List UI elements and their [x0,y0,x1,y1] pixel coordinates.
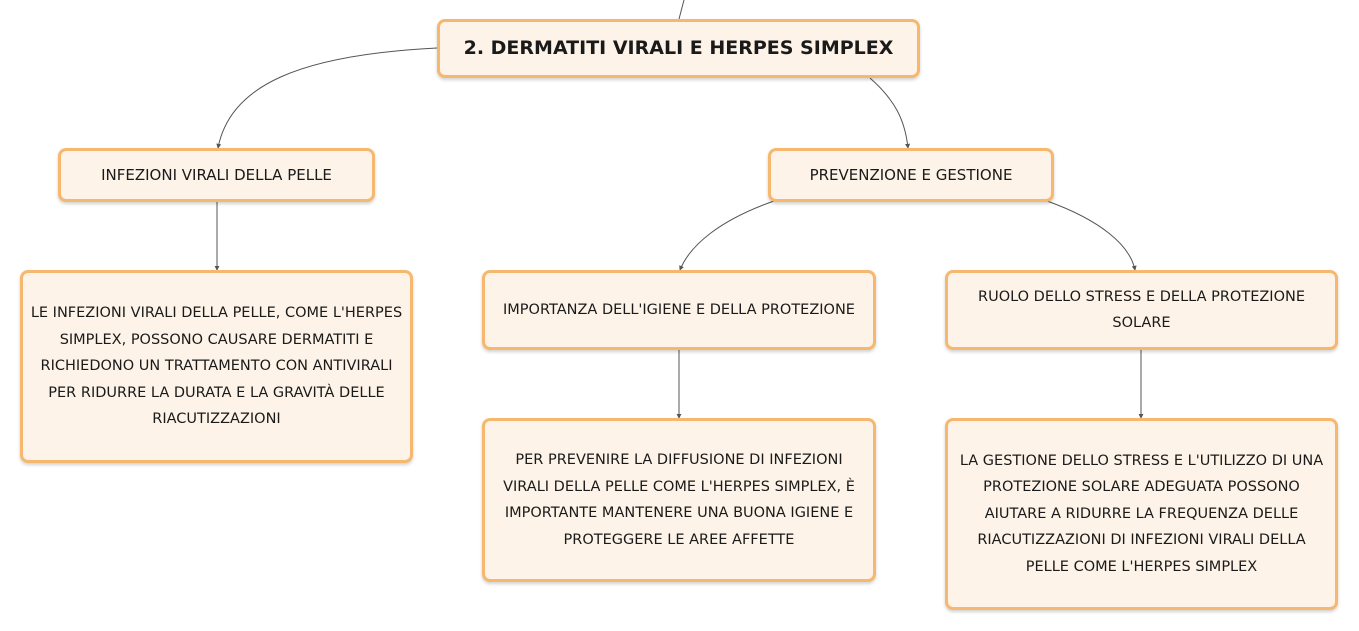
igiene-detail-text: PER PREVENIRE LA DIFFUSIONE DI INFEZIONI… [503,452,855,548]
stress-detail-text: LA GESTIONE DELLO STRESS E L'UTILIZZO DI… [959,452,1324,575]
stress-node-label: RUOLO DELLO STRESS E DELLA PROTEZIONE SO… [978,288,1305,332]
igiene-node-label: IMPORTANZA DELL'IGIENE E DELLA PROTEZION… [503,301,855,318]
infezioni-node[interactable]: INFEZIONI VIRALI DELLA PELLE [58,148,375,202]
igiene-node[interactable]: IMPORTANZA DELL'IGIENE E DELLA PROTEZION… [482,270,876,350]
stress-detail-node[interactable]: LA GESTIONE DELLO STRESS E L'UTILIZZO DI… [945,418,1338,610]
infezioni-node-label: INFEZIONI VIRALI DELLA PELLE [101,165,332,184]
root-node-label: 2. DERMATITI VIRALI E HERPES SIMPLEX [463,37,894,60]
connector-root-to-prevenzione [869,77,911,149]
infezioni-detail-text: LE INFEZIONI VIRALI DELLA PELLE, COME L'… [30,305,403,428]
prevenzione-node[interactable]: PREVENZIONE E GESTIONE [768,148,1054,202]
stress-node[interactable]: RUOLO DELLO STRESS E DELLA PROTEZIONE SO… [945,270,1338,350]
connector-root-to-infezioni [216,47,438,149]
infezioni-detail-node[interactable]: LE INFEZIONI VIRALI DELLA PELLE, COME L'… [20,270,413,463]
root-node[interactable]: 2. DERMATITI VIRALI E HERPES SIMPLEX [437,19,920,78]
connector-prevenzione-to-igiene [679,200,775,271]
connector-prevenzione-to-stress [1046,200,1137,271]
connector-parent-to-root [678,0,685,20]
igiene-detail-node[interactable]: PER PREVENIRE LA DIFFUSIONE DI INFEZIONI… [482,418,876,582]
prevenzione-node-label: PREVENZIONE E GESTIONE [809,165,1013,184]
